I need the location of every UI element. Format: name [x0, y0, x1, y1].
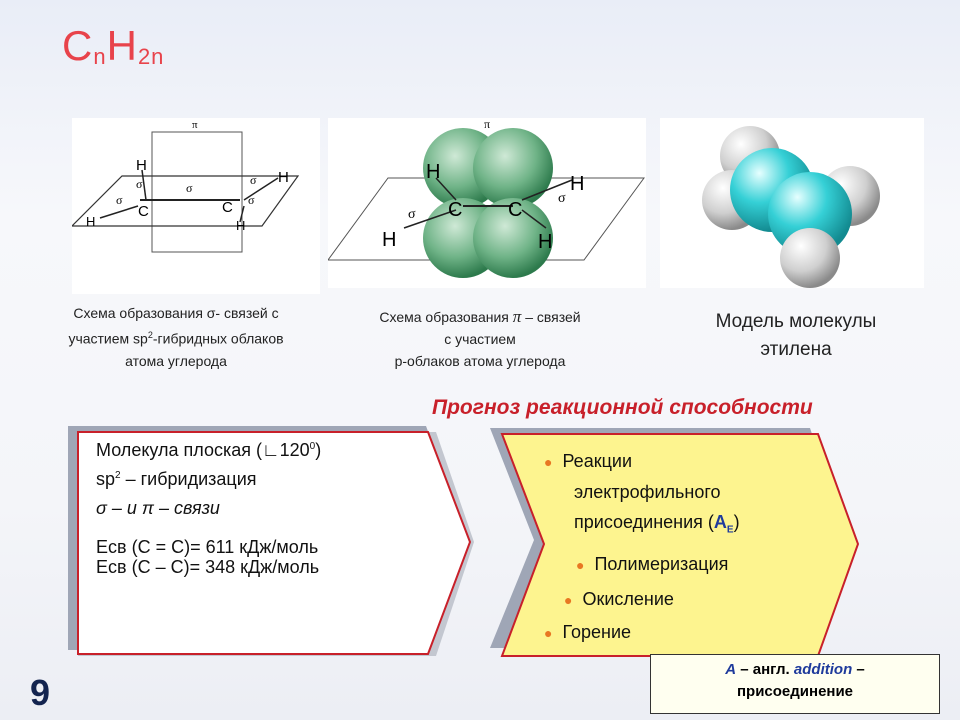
svg-text:H: H: [538, 231, 552, 253]
properties-arrow: [68, 426, 474, 656]
svg-text:σ: σ: [136, 177, 143, 191]
svg-text:H: H: [236, 218, 245, 233]
bullet-icon: ●: [544, 624, 553, 641]
caption-model: Модель молекулы этилена: [715, 311, 877, 360]
sigma-bond-diagram: π H C H C H H σ σ σ σ σ: [70, 118, 320, 294]
svg-text:H: H: [570, 173, 584, 195]
svg-text:C: C: [222, 199, 233, 216]
ethylene-model: [660, 118, 924, 288]
bullet-icon: ●: [544, 454, 553, 470]
pi-label: π: [484, 118, 490, 131]
caption-sigma: Схема образования σ- связей с участием s…: [68, 305, 284, 369]
svg-text:H: H: [86, 214, 95, 229]
svg-text:σ: σ: [250, 173, 257, 187]
svg-text:C: C: [508, 199, 522, 221]
pi-bond-diagram: π H C H C H H σ σ: [327, 117, 646, 288]
svg-text:H: H: [382, 229, 396, 251]
bullet-icon: ●: [564, 591, 573, 608]
svg-text:σ: σ: [408, 207, 416, 222]
caption-pi: Схема образования π – связей с участием …: [379, 307, 581, 369]
svg-text:H: H: [426, 161, 440, 183]
svg-text:σ: σ: [248, 193, 255, 207]
bullet-icon: ●: [576, 556, 585, 573]
reactions-chevron: [490, 428, 860, 657]
properties-list: Молекула плоская (∟1200) sp2 – гибридиза…: [96, 440, 322, 577]
formula-title: CnH2n: [62, 22, 165, 69]
svg-text:σ: σ: [186, 181, 193, 195]
page-number: 9: [30, 672, 51, 713]
svg-text:H: H: [136, 157, 147, 174]
svg-text:σ: σ: [116, 193, 123, 207]
definition-note: A – англ. addition – присоединение: [650, 654, 940, 714]
svg-text:C: C: [448, 199, 462, 221]
svg-text:C: C: [138, 203, 149, 220]
svg-text:H: H: [278, 169, 289, 186]
svg-text:σ: σ: [558, 191, 566, 206]
pi-label: π: [192, 119, 198, 131]
reactions-list: ●Реакции электрофильного присоединения (…: [544, 451, 740, 642]
forecast-title: Прогноз реакционной способности: [432, 396, 813, 419]
